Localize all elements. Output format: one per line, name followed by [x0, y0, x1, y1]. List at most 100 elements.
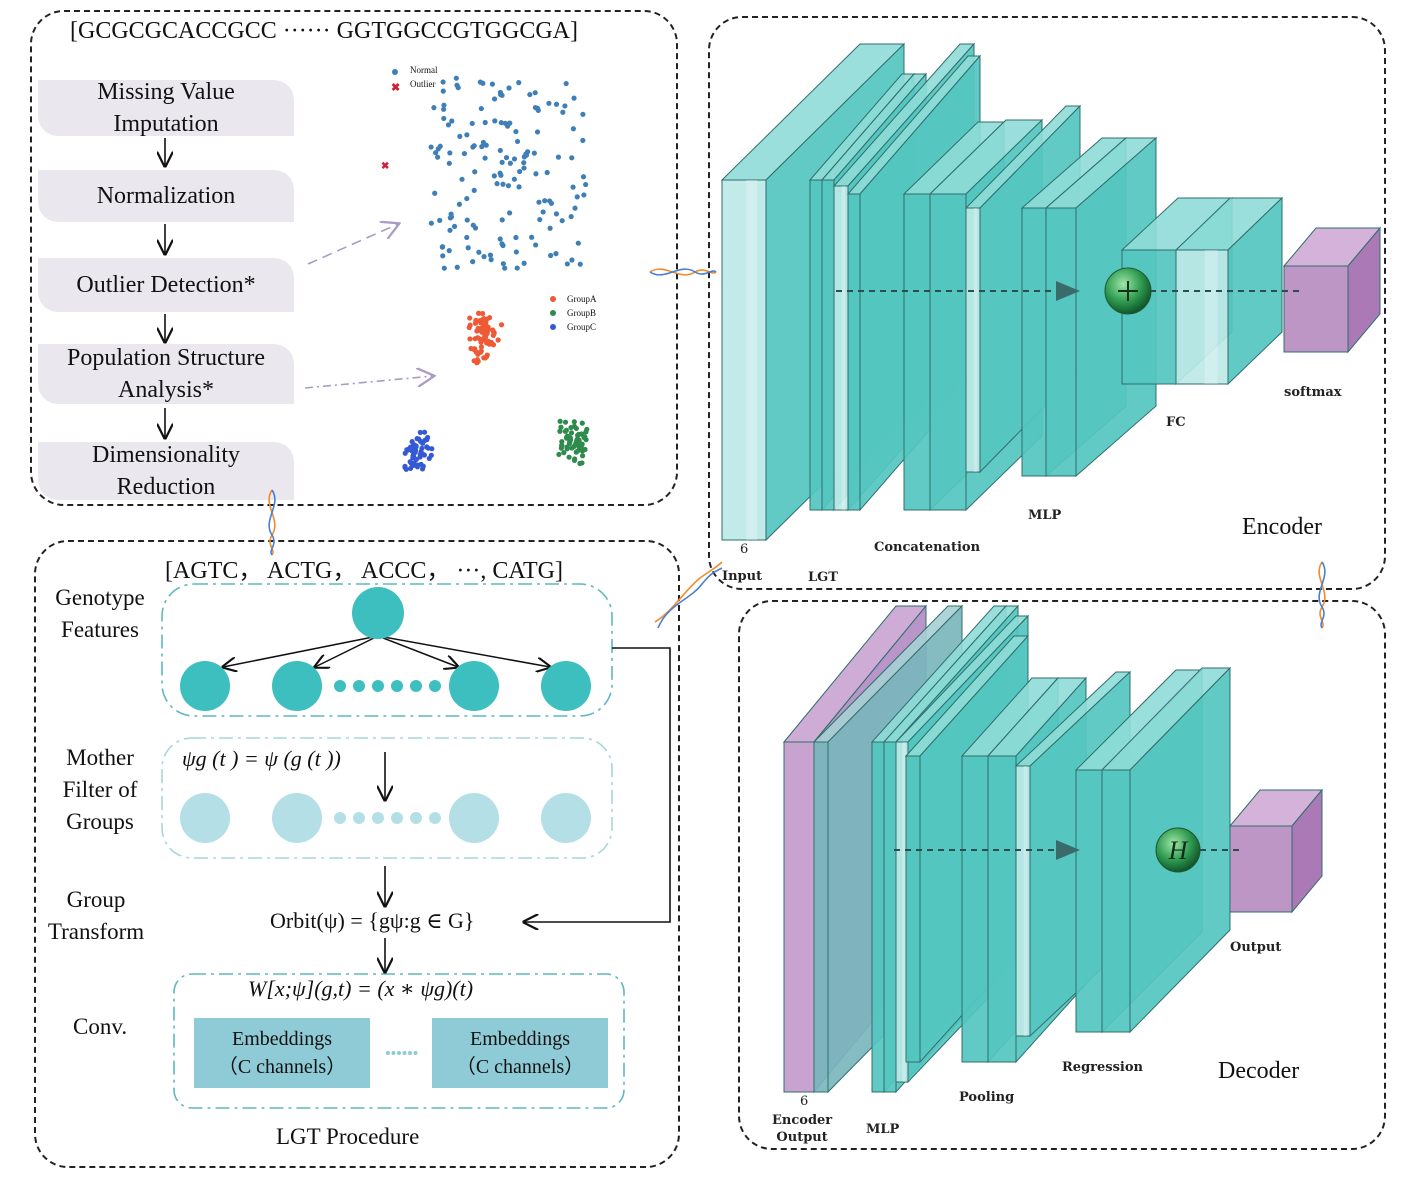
- genotype-leaf-nodes: [180, 661, 591, 711]
- normal-point: [481, 254, 487, 260]
- slab-front: [1021, 207, 1047, 477]
- normal-point: [497, 170, 503, 176]
- normal-point: [507, 160, 513, 166]
- slab-front: [1283, 265, 1349, 353]
- normal-point: [465, 245, 471, 251]
- normal-point: [511, 156, 518, 162]
- normal-point: [517, 168, 523, 175]
- normal-point: [480, 80, 486, 86]
- normal-point: [440, 253, 446, 259]
- groupb-point: [582, 446, 588, 453]
- normal-point: [461, 150, 468, 157]
- embeddings-box-left: Embeddings （C channels）: [194, 1018, 370, 1088]
- normal-point: [570, 184, 576, 190]
- groupc-point: [406, 445, 413, 452]
- encoder-label-six: 6: [740, 542, 749, 557]
- legend-groupb-marker: [550, 310, 556, 316]
- ellipsis-dot: [429, 812, 441, 824]
- ellipsis-dot: [413, 1051, 418, 1055]
- embedding-channels: （C channels）: [455, 1056, 585, 1078]
- embedding-channels: （C channels）: [217, 1056, 347, 1078]
- normal-point: [439, 244, 445, 250]
- groupb-point: [561, 450, 567, 456]
- step-label: Population Structure Analysis*: [67, 345, 265, 403]
- groupa-point: [472, 346, 478, 352]
- normal-point: [513, 249, 519, 255]
- normal-point: [542, 198, 548, 204]
- normal-point: [446, 248, 452, 254]
- h-operator-icon: [1155, 827, 1201, 873]
- ellipsis-dot: [410, 680, 422, 692]
- normal-point: [464, 217, 470, 223]
- outlier-scatter-plot: [428, 75, 589, 271]
- groupb-point: [556, 451, 562, 458]
- slab-front: [987, 755, 1017, 1063]
- embedding-title: Embeddings: [232, 1028, 332, 1050]
- normal-point: [464, 195, 470, 202]
- mother-filter-node: [449, 793, 499, 843]
- normal-point: [553, 211, 560, 217]
- groupc-point: [415, 462, 421, 468]
- groupa-point: [475, 358, 481, 365]
- step-dimensionality-reduction: Dimensionality Reduction: [38, 442, 294, 500]
- decoder-title: Decoder: [1218, 1058, 1300, 1084]
- ellipsis-dot: [402, 1051, 407, 1055]
- formula-w: W[x;ψ](g,t) = (x ∗ ψg)(t): [248, 976, 474, 1001]
- legend-outlier-marker: ✖: [391, 82, 400, 94]
- normal-point: [580, 111, 586, 117]
- normal-point: [511, 176, 517, 182]
- step-label: Outlier Detection*: [76, 272, 256, 298]
- groupb-point: [575, 432, 581, 438]
- population-link-arrow: [304, 376, 433, 389]
- mother-filter-node: [541, 793, 591, 843]
- step-label: Missing Value Imputation: [97, 79, 235, 137]
- normal-point: [448, 211, 454, 217]
- groupa-point: [467, 336, 473, 342]
- slab-highlight: [902, 742, 906, 1082]
- label-mother-filter: Mother Filter of Groups: [62, 745, 138, 834]
- groupb-point: [579, 453, 586, 459]
- normal-point: [453, 75, 459, 81]
- groupc-point: [420, 463, 426, 469]
- encoder-network: [720, 42, 1382, 542]
- normal-point: [441, 115, 447, 122]
- groupc-point: [402, 450, 408, 456]
- normal-point: [506, 85, 512, 91]
- normal-point: [451, 223, 458, 229]
- slab-front: [871, 741, 885, 1093]
- normal-point: [482, 119, 488, 126]
- groupb-point: [584, 426, 590, 432]
- slab-highlight: [1023, 766, 1028, 1036]
- groupc-point: [407, 465, 414, 472]
- normal-point: [431, 105, 437, 111]
- normal-point: [456, 201, 463, 207]
- normal-point: [482, 155, 488, 161]
- root-node: [352, 587, 404, 639]
- normal-point: [500, 181, 506, 187]
- normal-point: [562, 103, 568, 109]
- outlier-link-arrow: [307, 224, 398, 265]
- normal-point: [529, 234, 535, 240]
- legend-normal: Normal: [410, 65, 438, 75]
- label-conv: Conv.: [73, 1014, 128, 1039]
- normal-point: [514, 138, 521, 145]
- normal-point: [563, 80, 569, 87]
- normal-point: [470, 259, 476, 265]
- normal-point: [472, 169, 478, 175]
- normal-point: [525, 149, 531, 155]
- normal-point: [441, 106, 447, 112]
- groupb-point: [574, 438, 580, 444]
- groupa-point: [472, 320, 479, 326]
- formula-orbit: Orbit(ψ) = {gψ:g ∈ G}: [270, 908, 475, 933]
- normal-point: [559, 218, 565, 224]
- legend-outlier: Outlier: [410, 79, 436, 89]
- ellipsis-dot: [386, 1051, 390, 1055]
- normal-point: [536, 199, 542, 205]
- preprocessing-panel: [30, 10, 678, 506]
- legend-groupa-marker: [550, 296, 556, 302]
- slab-highlight: [746, 180, 758, 540]
- groupc-point: [418, 450, 424, 457]
- encoder-label-fc: FC: [1166, 415, 1186, 430]
- slab-front: [813, 741, 829, 1093]
